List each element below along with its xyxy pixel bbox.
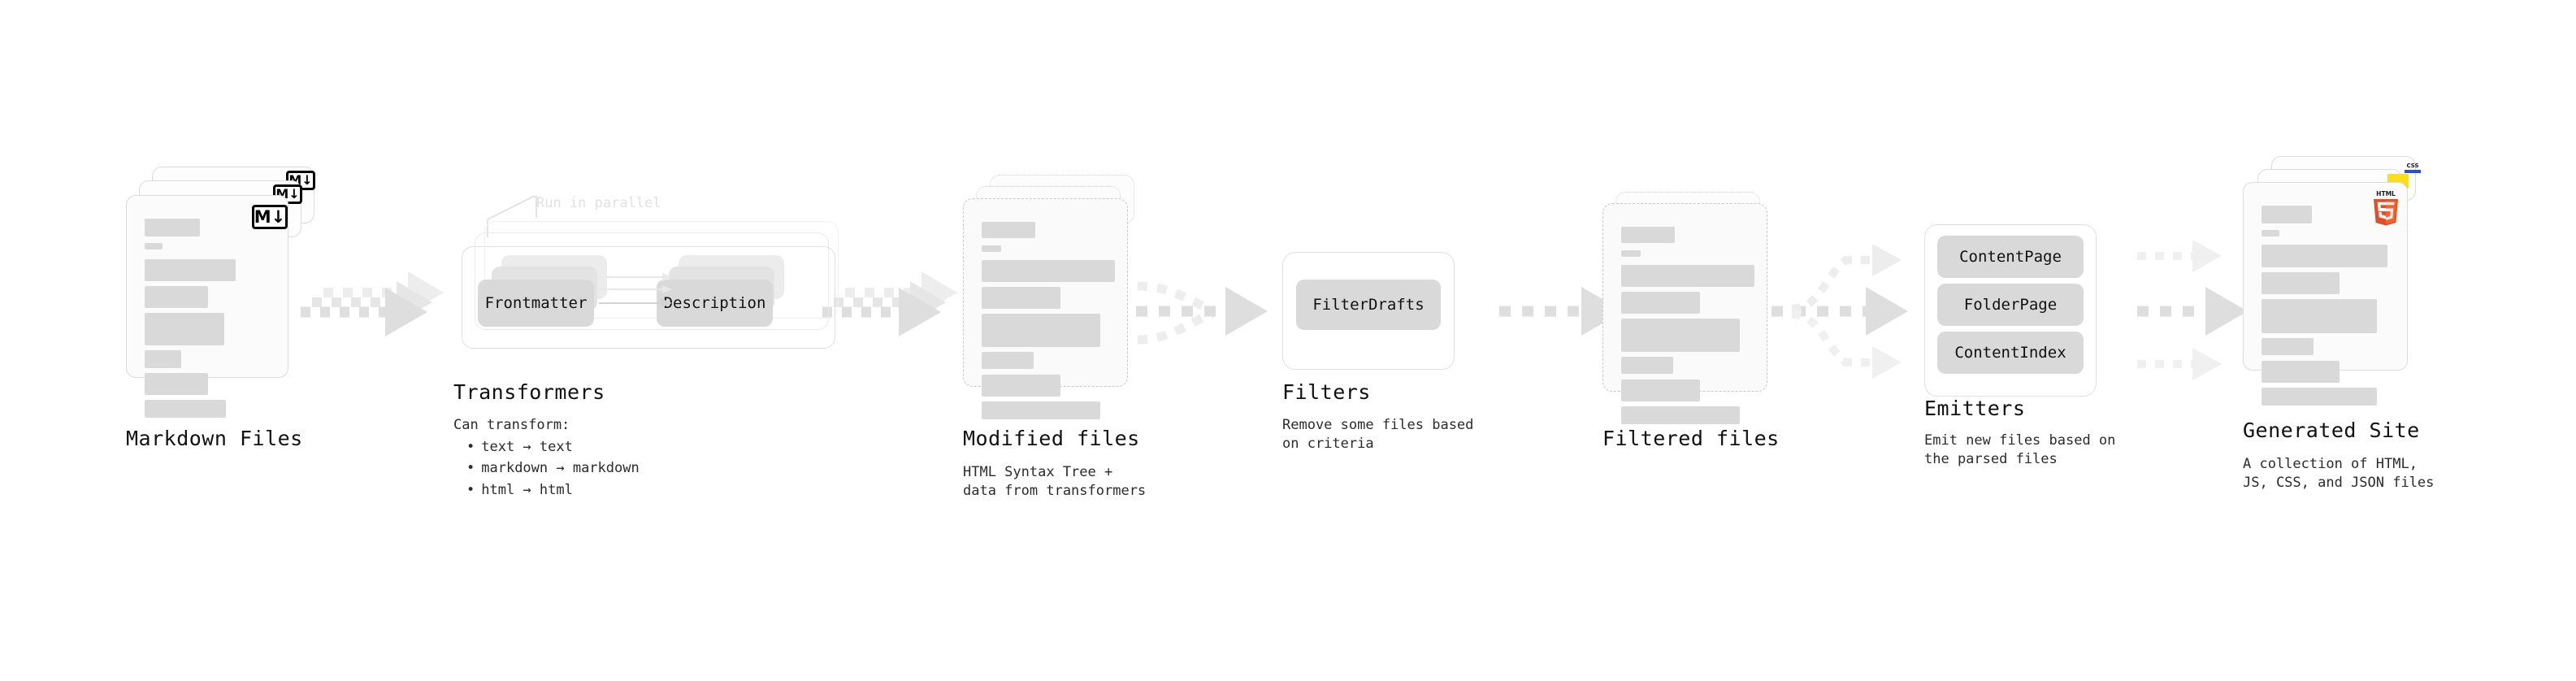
skeleton-bar	[1621, 292, 1700, 314]
stage-desc-modified-files: HTML Syntax Tree + data from transformer…	[963, 464, 1147, 499]
skeleton-bar	[145, 219, 200, 236]
skeleton-bar	[2262, 272, 2340, 294]
emitter-chip-contentindex[interactable]: ContentIndex	[1937, 332, 2084, 374]
stage-title-markdown-files: Markdown Files	[126, 427, 303, 450]
skeleton-bar	[2262, 338, 2314, 355]
markdown-badge-label: M↓	[254, 206, 286, 227]
skeleton-bar	[145, 400, 226, 418]
skeleton-bar	[2262, 206, 2312, 223]
skeleton-bar	[1621, 380, 1700, 401]
svg-text:CSS: CSS	[2406, 163, 2418, 169]
css3-badge-icon: CSS	[2401, 160, 2424, 176]
skeleton-bar	[145, 373, 208, 395]
skeleton-bar	[1621, 319, 1740, 352]
stage-title-filters: Filters	[1282, 380, 1371, 404]
list-item: markdown → markdown	[466, 458, 639, 479]
transformer-inner-arrows	[599, 273, 672, 308]
chip-label: FilterDrafts	[1312, 296, 1425, 314]
connector-emitters-to-site	[2137, 240, 2248, 380]
stage-title-generated-site: Generated Site	[2243, 419, 2420, 442]
filtered-card-front	[1602, 203, 1767, 424]
skeleton-bar	[2262, 361, 2340, 383]
stage-desc-generated-site: A collection of HTML, JS, CSS, and JSON …	[2243, 456, 2435, 491]
skeleton-bar	[982, 287, 1060, 309]
chip-label: Description	[663, 294, 766, 312]
connector-filtered-to-emitters	[1772, 244, 1908, 379]
html5-badge-icon: HTML	[2370, 189, 2402, 226]
skeleton-bar	[1621, 227, 1675, 243]
skeleton-bar	[145, 313, 224, 345]
skeleton-bar	[1621, 250, 1641, 257]
filters-group	[1282, 252, 1455, 370]
skeleton-bar	[982, 401, 1100, 419]
skeleton-bar	[982, 245, 1001, 252]
transformers-bullet-list: text → text markdown → markdown html → h…	[455, 436, 640, 501]
skeleton-bar	[982, 375, 1060, 397]
skeleton-bar	[982, 222, 1035, 238]
transformers-group-front	[462, 246, 835, 349]
skeleton-bar	[982, 260, 1115, 282]
skeleton-bar	[145, 259, 236, 281]
stage-title-modified-files: Modified files	[963, 427, 1140, 450]
chip-label: ContentIndex	[1954, 344, 2066, 362]
skeleton-bar	[2262, 230, 2279, 236]
chip-label: FolderPage	[1963, 296, 2058, 314]
stage-desc-transformers: Can transform:	[453, 417, 570, 433]
emitter-chip-contentpage[interactable]: ContentPage	[1937, 236, 2084, 278]
stage-title-filtered-files: Filtered files	[1602, 427, 1780, 450]
connector-transformers-to-modified	[822, 271, 957, 336]
skeleton-bar	[145, 243, 163, 249]
skeleton-bar	[1621, 357, 1673, 374]
connector-modified-to-filters	[1136, 281, 1268, 345]
skeleton-bar	[982, 352, 1034, 369]
stage-title-emitters: Emitters	[1924, 397, 2026, 420]
skeleton-bar	[1621, 265, 1754, 287]
skeleton-bar	[2262, 299, 2377, 333]
parallel-note-label: Run in parallel	[536, 195, 661, 211]
filter-chip-filterdrafts[interactable]: FilterDrafts	[1296, 280, 1441, 330]
list-item: text → text	[466, 436, 640, 458]
skeleton-bar	[145, 286, 208, 308]
skeleton-bar	[2262, 388, 2377, 406]
list-item: html → html	[466, 479, 640, 501]
stage-desc-emitters: Emit new files based on the parsed files	[1924, 432, 2116, 467]
site-card-front	[2243, 182, 2408, 406]
markdown-badge-icon: M↓	[252, 205, 288, 229]
skeleton-bar	[1621, 406, 1740, 424]
transformer-chip-description[interactable]: Description	[657, 280, 773, 327]
connector-md-to-transformers	[301, 271, 444, 336]
skeleton-bar	[982, 314, 1100, 347]
svg-text:HTML: HTML	[2376, 190, 2396, 197]
transformer-chip-frontmatter[interactable]: Frontmatter	[478, 280, 594, 327]
chip-label: Frontmatter	[484, 294, 588, 312]
emitters-group	[1924, 224, 2097, 397]
chip-label: ContentPage	[1959, 248, 2062, 266]
stage-desc-filters: Remove some files based on criteria	[1282, 417, 1474, 452]
skeleton-bar	[2262, 245, 2387, 267]
emitter-chip-folderpage[interactable]: FolderPage	[1937, 284, 2084, 326]
transformers-group-back-1	[475, 232, 829, 330]
skeleton-bar	[145, 350, 181, 368]
modified-card-front	[963, 198, 1128, 419]
stage-title-transformers: Transformers	[453, 380, 605, 404]
